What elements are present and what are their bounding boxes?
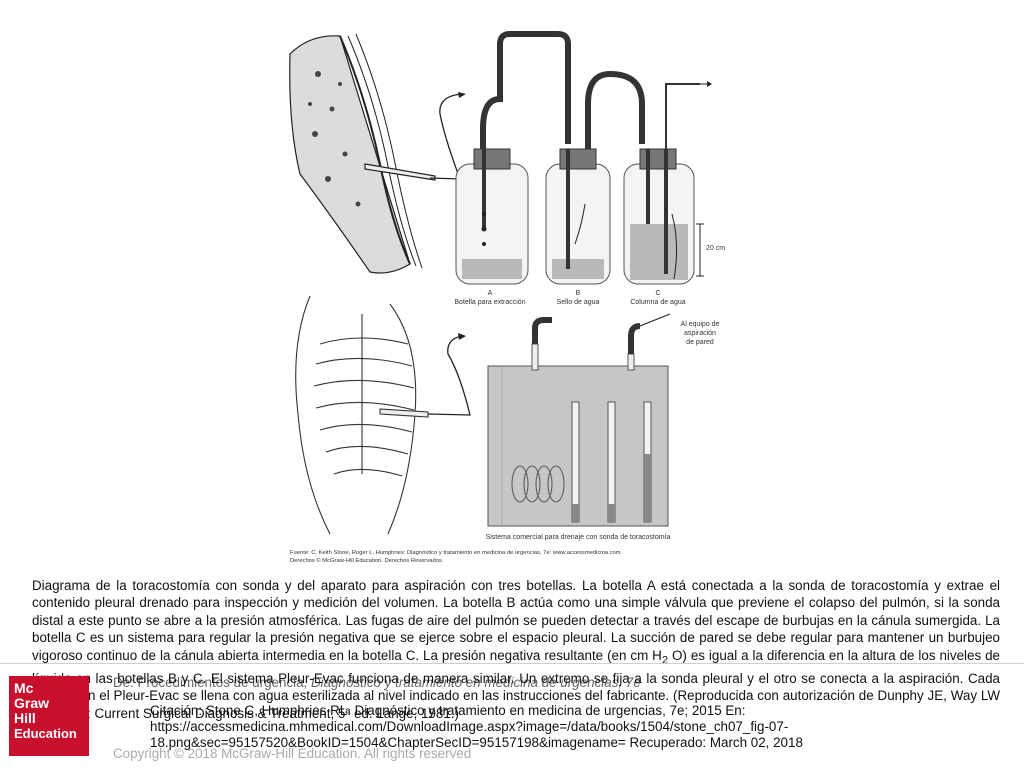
citation-url-line-2: 18.png&sec=95157520&BookID=1504&ChapterS… <box>150 735 803 750</box>
copyright-notice: Copyright © 2018 McGraw-Hill Education. … <box>113 746 472 761</box>
logo-line-1: Mc <box>14 680 34 696</box>
wall-suction-label-3: de pared <box>686 339 714 346</box>
bottle-c-letter: C <box>655 290 660 297</box>
caption-text-part-1: Diagrama de la toracostomía con sonda y … <box>32 578 1000 663</box>
bottle-c <box>623 81 712 285</box>
bottle-a-name: Botella para extracción <box>454 299 525 306</box>
chest-tube-lower <box>427 335 471 416</box>
source-book-title: Diagnóstico y tratamiento en medicina de… <box>311 675 641 690</box>
chest-tube-upper <box>429 93 463 180</box>
bottle-c-name: Columna de agua <box>630 299 685 306</box>
wall-suction-label-1: Al equipo de <box>681 321 720 328</box>
caption-subscript: 2 <box>661 654 669 667</box>
measure-20cm: 20 cm <box>706 245 725 252</box>
logo-line-4: Education <box>14 726 77 741</box>
logo-line-3: Hill <box>14 710 36 726</box>
commercial-caption: Sistema comercial para drenaje con sonda… <box>486 534 671 541</box>
bottle-a-letter: A <box>488 290 493 297</box>
bottle-a <box>455 31 571 285</box>
figure-caption: Diagrama de la toracostomía con sonda y … <box>32 577 1000 722</box>
chest-wall-section <box>289 33 436 274</box>
footer-divider <box>0 663 1024 664</box>
bottle-b-name: Sello de agua <box>557 299 600 306</box>
mcgraw-hill-logo: Mc Graw Hill Education <box>9 676 89 756</box>
figure-source-line-2: Derechos © McGraw-Hill Education. Derech… <box>290 557 444 564</box>
citation-url-line-1: https://accessmedicina.mhmedical.com/Dow… <box>150 719 789 734</box>
chest-drainage-figure: 20 cm A Botella para extracción B Sello … <box>270 14 750 574</box>
figure-source-line-1: Fuente: C. Keith Stone, Roger L. Humphri… <box>290 550 621 556</box>
citation-block: Citación: Stone C, Humphries RL. Diagnós… <box>113 703 803 751</box>
caption-text-part-2: O) es igual a la diferencia en la altura… <box>32 647 1000 721</box>
logo-line-2: Graw <box>14 695 50 711</box>
commercial-drainage-unit <box>487 313 671 527</box>
figure-illustration: 20 cm A Botella para extracción B Sello … <box>289 31 725 564</box>
wall-suction-label-2: aspiración <box>684 330 716 337</box>
source-prefix: De: Procedimientos de urgencia, <box>113 675 311 690</box>
source-line: De: Procedimientos de urgencia, Diagnóst… <box>113 675 641 691</box>
bottle-b-letter: B <box>576 290 581 297</box>
bottle-b <box>545 70 645 285</box>
citation-line: Citación: Stone C, Humphries RL. Diagnós… <box>150 703 746 718</box>
torso-drawing <box>295 295 429 535</box>
